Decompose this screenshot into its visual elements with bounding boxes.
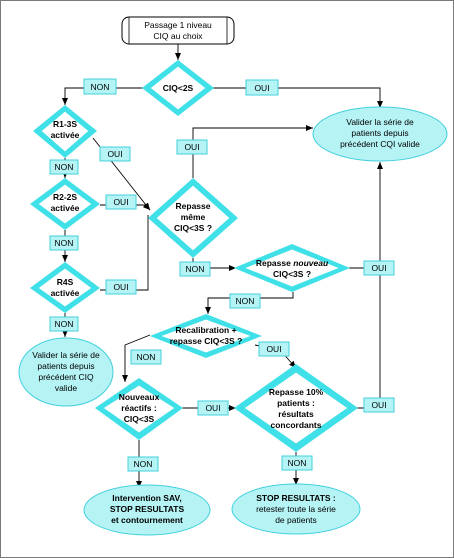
tag-r4s-non: NON xyxy=(49,316,79,332)
svg-text:NON: NON xyxy=(91,82,110,92)
valider-top-line-1: Valider la série de xyxy=(346,117,414,127)
stop-line-2: retester toute la série xyxy=(256,504,336,514)
tag-ciq-oui: OUI xyxy=(245,79,279,96)
tag-nouveau-non: NON xyxy=(229,293,261,309)
svg-text:OUI: OUI xyxy=(254,83,269,93)
tag-nouveaux-non: NON xyxy=(127,456,159,472)
svg-text:NON: NON xyxy=(55,319,74,329)
svg-text:NON: NON xyxy=(236,296,255,306)
repasse-meme-line-1: Repasse xyxy=(176,201,211,211)
edge-recalib-non xyxy=(122,334,151,382)
valider-top-line-2: patients depuis xyxy=(351,128,408,138)
svg-text:NON: NON xyxy=(134,459,153,469)
stop-line-3: de patients xyxy=(275,515,317,525)
edge-ciq-oui xyxy=(212,87,383,108)
repasse-nouveau-diamond: Repasse nouveau CIQ<3S ? xyxy=(234,244,350,292)
tag-r10-non: NON xyxy=(281,455,313,471)
ciq2s-label: CIQ<2S xyxy=(163,83,194,93)
nouveaux-line-1: Nouveaux xyxy=(119,392,160,402)
valider-left-ellipse: Valider la série de patients depuis préc… xyxy=(18,337,114,407)
svg-text:OUI: OUI xyxy=(266,344,281,354)
r4s-diamond: R4S activée xyxy=(30,262,100,313)
svg-text:OUI: OUI xyxy=(184,142,199,152)
tag-r10-oui: OUI xyxy=(363,397,395,413)
stop-ellipse: STOP RESULTATS : retester toute la série… xyxy=(231,483,361,535)
edge-nouveau-oui xyxy=(348,162,383,269)
nouveaux-diamond: Nouveaux réactifs : CIQ<3S xyxy=(95,378,183,440)
repasse-meme-line-3: CIQ<3S ? xyxy=(174,223,212,233)
repasse10-diamond: Repasse 10% patients : résultats concord… xyxy=(234,364,358,452)
r13s-line-2: activée xyxy=(51,130,80,140)
start-line-2: CIQ au choix xyxy=(153,31,203,41)
recalib-diamond: Recalibration + repasse CIQ<3S ? xyxy=(150,314,262,358)
valider-top-line-3: précédent CQI valide xyxy=(340,139,420,149)
repasse10-line-3: résultats xyxy=(278,409,314,419)
svg-text:NON: NON xyxy=(288,458,307,468)
edge-r4s-repasse xyxy=(100,215,149,291)
tag-recalib-oui: OUI xyxy=(258,341,290,357)
svg-text:OUI: OUI xyxy=(113,197,128,207)
tags: NON OUI NON OUI OUI NON OUI NON xyxy=(49,78,395,472)
repasse-nouveau-line-2: CIQ<3S ? xyxy=(273,269,311,279)
r22s-diamond: R2-2S activée xyxy=(30,178,100,230)
tag-r13-non: NON xyxy=(49,159,79,175)
repasse10-line-1: Repasse 10% xyxy=(269,387,324,397)
start-line-1: Passage 1 niveau xyxy=(144,20,212,30)
valider-left-line-4: valide xyxy=(55,383,77,393)
nouveaux-line-3: CIQ<3S xyxy=(124,414,155,424)
repasse-meme-diamond: Repasse même CIQ<3S ? xyxy=(148,178,238,258)
stop-line-1: STOP RESULTATS : xyxy=(256,493,336,503)
tag-r22-non: NON xyxy=(49,235,79,251)
svg-text:NON: NON xyxy=(137,352,156,362)
tag-r22-oui: OUI xyxy=(105,194,137,210)
r4s-line-2: activée xyxy=(51,288,80,298)
repasse10-line-4: concordants xyxy=(270,420,321,430)
edge-r10-oui xyxy=(356,270,381,409)
svg-text:OUI: OUI xyxy=(371,400,386,410)
tag-repasse-non: NON xyxy=(179,261,211,277)
edge-ciq-non xyxy=(62,87,146,105)
recalib-line-2: repasse CIQ<3S ? xyxy=(170,336,243,346)
valider-left-line-2: patients depuis xyxy=(37,361,94,371)
r22s-line-2: activée xyxy=(51,203,80,213)
svg-text:NON: NON xyxy=(186,264,205,274)
ciq2s-diamond: CIQ<2S xyxy=(142,60,214,116)
tag-r13-oui: OUI xyxy=(99,146,131,162)
svg-text:OUI: OUI xyxy=(205,403,220,413)
intervention-ellipse: Intervention SAV, STOP RESULTATS et cont… xyxy=(83,484,211,536)
intervention-line-2: STOP RESULTATS xyxy=(110,504,185,514)
repasse10-line-2: patients : xyxy=(277,398,315,408)
svg-text:OUI: OUI xyxy=(371,263,386,273)
repasse-nouveau-line-1: Repasse nouveau xyxy=(256,258,329,268)
tag-ciq-non: NON xyxy=(83,78,117,95)
r13s-diamond: R1-3S activée xyxy=(33,105,97,158)
valider-top-ellipse: Valider la série de patients depuis préc… xyxy=(312,106,448,162)
intervention-line-1: Intervention SAV, xyxy=(112,493,181,503)
start-node: Passage 1 niveau CIQ au choix xyxy=(121,16,235,45)
tag-repasse-oui: OUI xyxy=(176,139,208,155)
tag-recalib-non: NON xyxy=(130,349,162,365)
tag-nouveaux-oui: OUI xyxy=(197,400,229,416)
intervention-line-3: et contournement xyxy=(111,515,183,525)
nouveaux-line-2: réactifs : xyxy=(121,403,157,413)
valider-left-line-3: précédent CIQ xyxy=(38,372,94,382)
svg-text:NON: NON xyxy=(55,238,74,248)
svg-text:NON: NON xyxy=(55,162,74,172)
r22s-line-1: R2-2S xyxy=(53,192,77,202)
valider-left-line-1: Valider la série de xyxy=(32,350,100,360)
tag-nouveau-oui: OUI xyxy=(363,260,395,276)
svg-text:OUI: OUI xyxy=(113,282,128,292)
repasse-meme-line-2: même xyxy=(181,212,206,222)
r4s-line-1: R4S xyxy=(57,277,74,287)
edge-repasse-oui xyxy=(192,125,313,178)
tag-r4s-oui: OUI xyxy=(105,279,137,295)
recalib-line-1: Recalibration + xyxy=(175,325,236,335)
r13s-line-1: R1-3S xyxy=(53,119,77,129)
svg-text:OUI: OUI xyxy=(107,149,122,159)
